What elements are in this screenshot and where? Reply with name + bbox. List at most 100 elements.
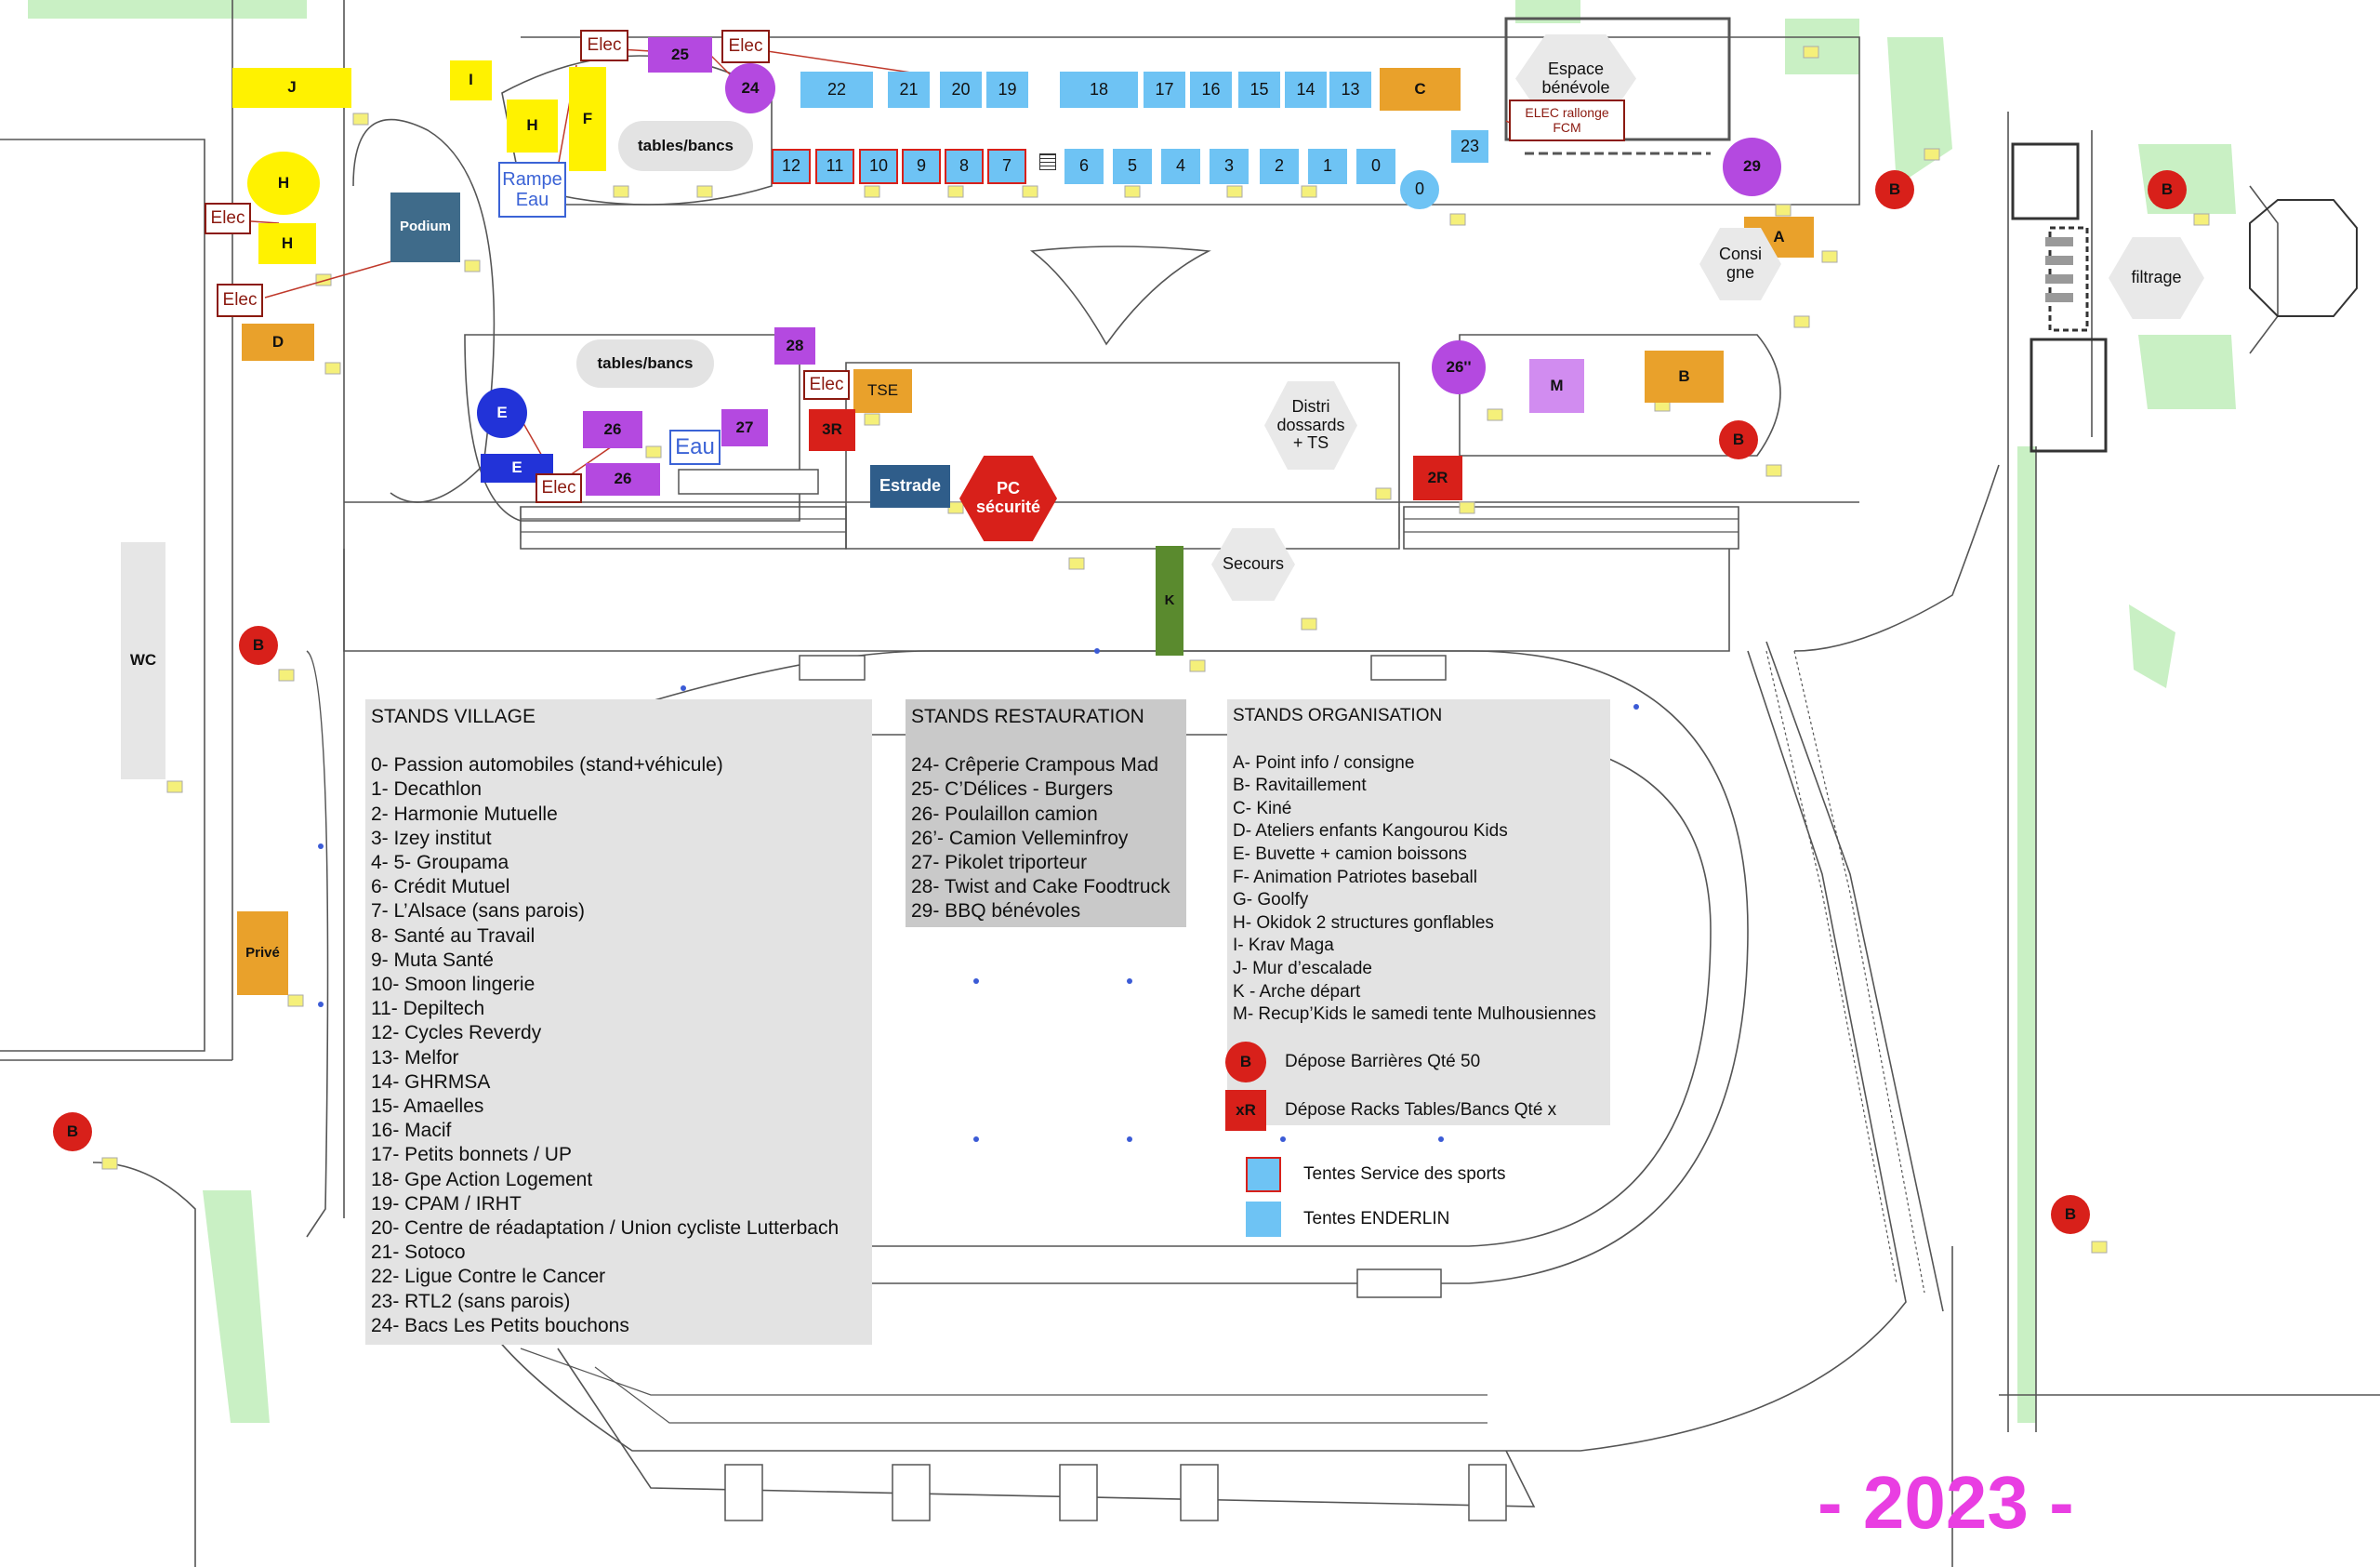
village-item: 14- GHRMSA [371, 1070, 491, 1093]
village-item: 11- Depiltech [371, 998, 485, 1020]
tent-16: 16 [1190, 72, 1232, 108]
zone-J: J [232, 68, 351, 108]
village-item: 9- Muta Santé [371, 949, 494, 971]
village-item: 0- Passion automobiles (stand+véhicule) [371, 754, 723, 777]
tent-7: 7 [987, 149, 1026, 184]
rack-2R: 2R [1413, 456, 1462, 500]
tent-10: 10 [859, 149, 898, 184]
zone-K-arch: K [1156, 546, 1183, 656]
elec-label-5: Elec [803, 370, 850, 400]
village-item: 8- Santé au Travail [371, 924, 536, 947]
zone-TSE: TSE [853, 369, 912, 413]
village-item: 1- Decathlon [371, 778, 483, 801]
tent-2: 2 [1260, 149, 1299, 184]
village-item: 12- Cycles Reverdy [371, 1022, 542, 1044]
stands-organisation-panel: STANDS ORGANISATION A- Point info / cons… [1227, 699, 1610, 1125]
tent-15: 15 [1238, 72, 1280, 108]
zone-estrade: Estrade [870, 465, 950, 508]
stands-restauration-panel: STANDS RESTAURATION 24- Crêperie Crampou… [906, 699, 1186, 927]
organisation-item: A- Point info / consigne [1233, 752, 1415, 773]
stand-26-a: 26 [583, 411, 642, 448]
organisation-item: C- Kiné [1233, 798, 1292, 818]
tent-5: 5 [1113, 149, 1152, 184]
legend-tent-sports: Tentes Service des sports [1246, 1157, 1506, 1192]
village-item: 20- Centre de réadaptation / Union cycli… [371, 1217, 840, 1240]
legend-tent-sports-swatch [1246, 1157, 1281, 1192]
village-item: 19- CPAM / IRHT [371, 1192, 522, 1215]
organisation-item: B- Ravitaillement [1233, 776, 1367, 796]
zone-wc: WC [121, 542, 165, 779]
organisation-item: E- Buvette + camion boissons [1233, 843, 1467, 864]
zone-eau: Eau [669, 430, 721, 465]
tent-6: 6 [1064, 149, 1104, 184]
zone-D: D [242, 324, 314, 361]
legend-barrier-icon: B [1225, 1042, 1266, 1082]
tent-1: 1 [1308, 149, 1347, 184]
legend-tent-enderlin-text: Tentes ENDERLIN [1303, 1209, 1450, 1228]
zone-prive: Privé [237, 911, 288, 995]
barrier-B-1: B [1875, 170, 1914, 209]
village-item: 18- Gpe Action Logement [371, 1168, 593, 1190]
stand-26-b: 26 [586, 463, 660, 496]
zone-C: C [1380, 68, 1461, 111]
tent-0-vehicle: 0 [1400, 170, 1439, 209]
tent-12: 12 [772, 149, 811, 184]
rack-3R: 3R [809, 409, 855, 451]
village-item: 15- Amaelles [371, 1096, 484, 1118]
tent-3: 3 [1210, 149, 1249, 184]
zone-E-circle: E [477, 388, 527, 438]
restauration-item: 28- Twist and Cake Foodtruck [911, 876, 1170, 898]
zone-rampe-eau: Rampe Eau [498, 162, 566, 218]
tent-21: 21 [888, 72, 930, 108]
restauration-item: 24- Crêperie Crampous Mad [911, 754, 1159, 777]
elec-label-2: Elec [721, 30, 770, 63]
tent-8: 8 [945, 149, 984, 184]
stand-25: 25 [648, 37, 712, 73]
elec-label-6: Elec [536, 473, 582, 503]
legend-tent-enderlin-swatch [1246, 1202, 1281, 1237]
restauration-item: 26’- Camion Velleminfroy [911, 827, 1129, 849]
restauration-item: 26- Poulaillon camion [911, 803, 1098, 825]
zone-filtrage: filtrage [2109, 237, 2204, 319]
legend-rack: xR Dépose Racks Tables/Bancs Qté x [1225, 1090, 1556, 1131]
village-item: 3- Izey institut [371, 827, 492, 849]
tent-22: 22 [800, 72, 873, 108]
village-item: 2- Harmonie Mutuelle [371, 803, 558, 825]
village-item: 21- Sotoco [371, 1242, 466, 1264]
organisation-item: K - Arche départ [1233, 981, 1361, 1002]
legend-rack-text: Dépose Racks Tables/Bancs Qté x [1285, 1100, 1557, 1120]
restauration-item: 27- Pikolet triporteur [911, 852, 1088, 874]
village-item: 6- Crédit Mutuel [371, 876, 510, 898]
elec-label-4: Elec [217, 284, 263, 317]
barrier-B-2: B [2148, 170, 2187, 209]
tent-4: 4 [1161, 149, 1200, 184]
zone-B: B [1645, 351, 1724, 403]
barrier-B-5: B [53, 1112, 92, 1151]
organisation-item: D- Ateliers enfants Kangourou Kids [1233, 821, 1508, 842]
legend-barrier-text: Dépose Barrières Qté 50 [1285, 1052, 1481, 1071]
barrier-B-6: B [2051, 1195, 2090, 1234]
tent-19: 19 [986, 72, 1028, 108]
village-item: 17- Petits bonnets / UP [371, 1144, 572, 1166]
organisation-item: I- Krav Maga [1233, 936, 1334, 956]
organisation-item: M- Recup’Kids le samedi tente Mulhousien… [1233, 1004, 1596, 1025]
stand-28: 28 [774, 327, 815, 365]
tent-13: 13 [1329, 72, 1371, 108]
tent-9: 9 [902, 149, 941, 184]
grid-marker [1039, 153, 1056, 170]
zone-M: M [1529, 359, 1584, 413]
organisation-item: H- Okidok 2 structures gonflables [1233, 912, 1494, 933]
stand-24: 24 [725, 63, 775, 113]
elec-rallonge-label: ELEC rallonge FCM [1509, 100, 1625, 141]
village-item: 10- Smoon lingerie [371, 974, 536, 996]
tent-23: 23 [1451, 130, 1488, 163]
organisation-item: G- Goolfy [1233, 890, 1309, 910]
year-label: - 2023 - [1818, 1461, 2074, 1544]
barrier-B-4: B [239, 626, 278, 665]
legend-rack-icon: xR [1225, 1090, 1266, 1131]
barrier-B-3: B [1719, 420, 1758, 459]
village-item: 7- L’Alsace (sans parois) [371, 900, 585, 923]
tent-20: 20 [940, 72, 982, 108]
